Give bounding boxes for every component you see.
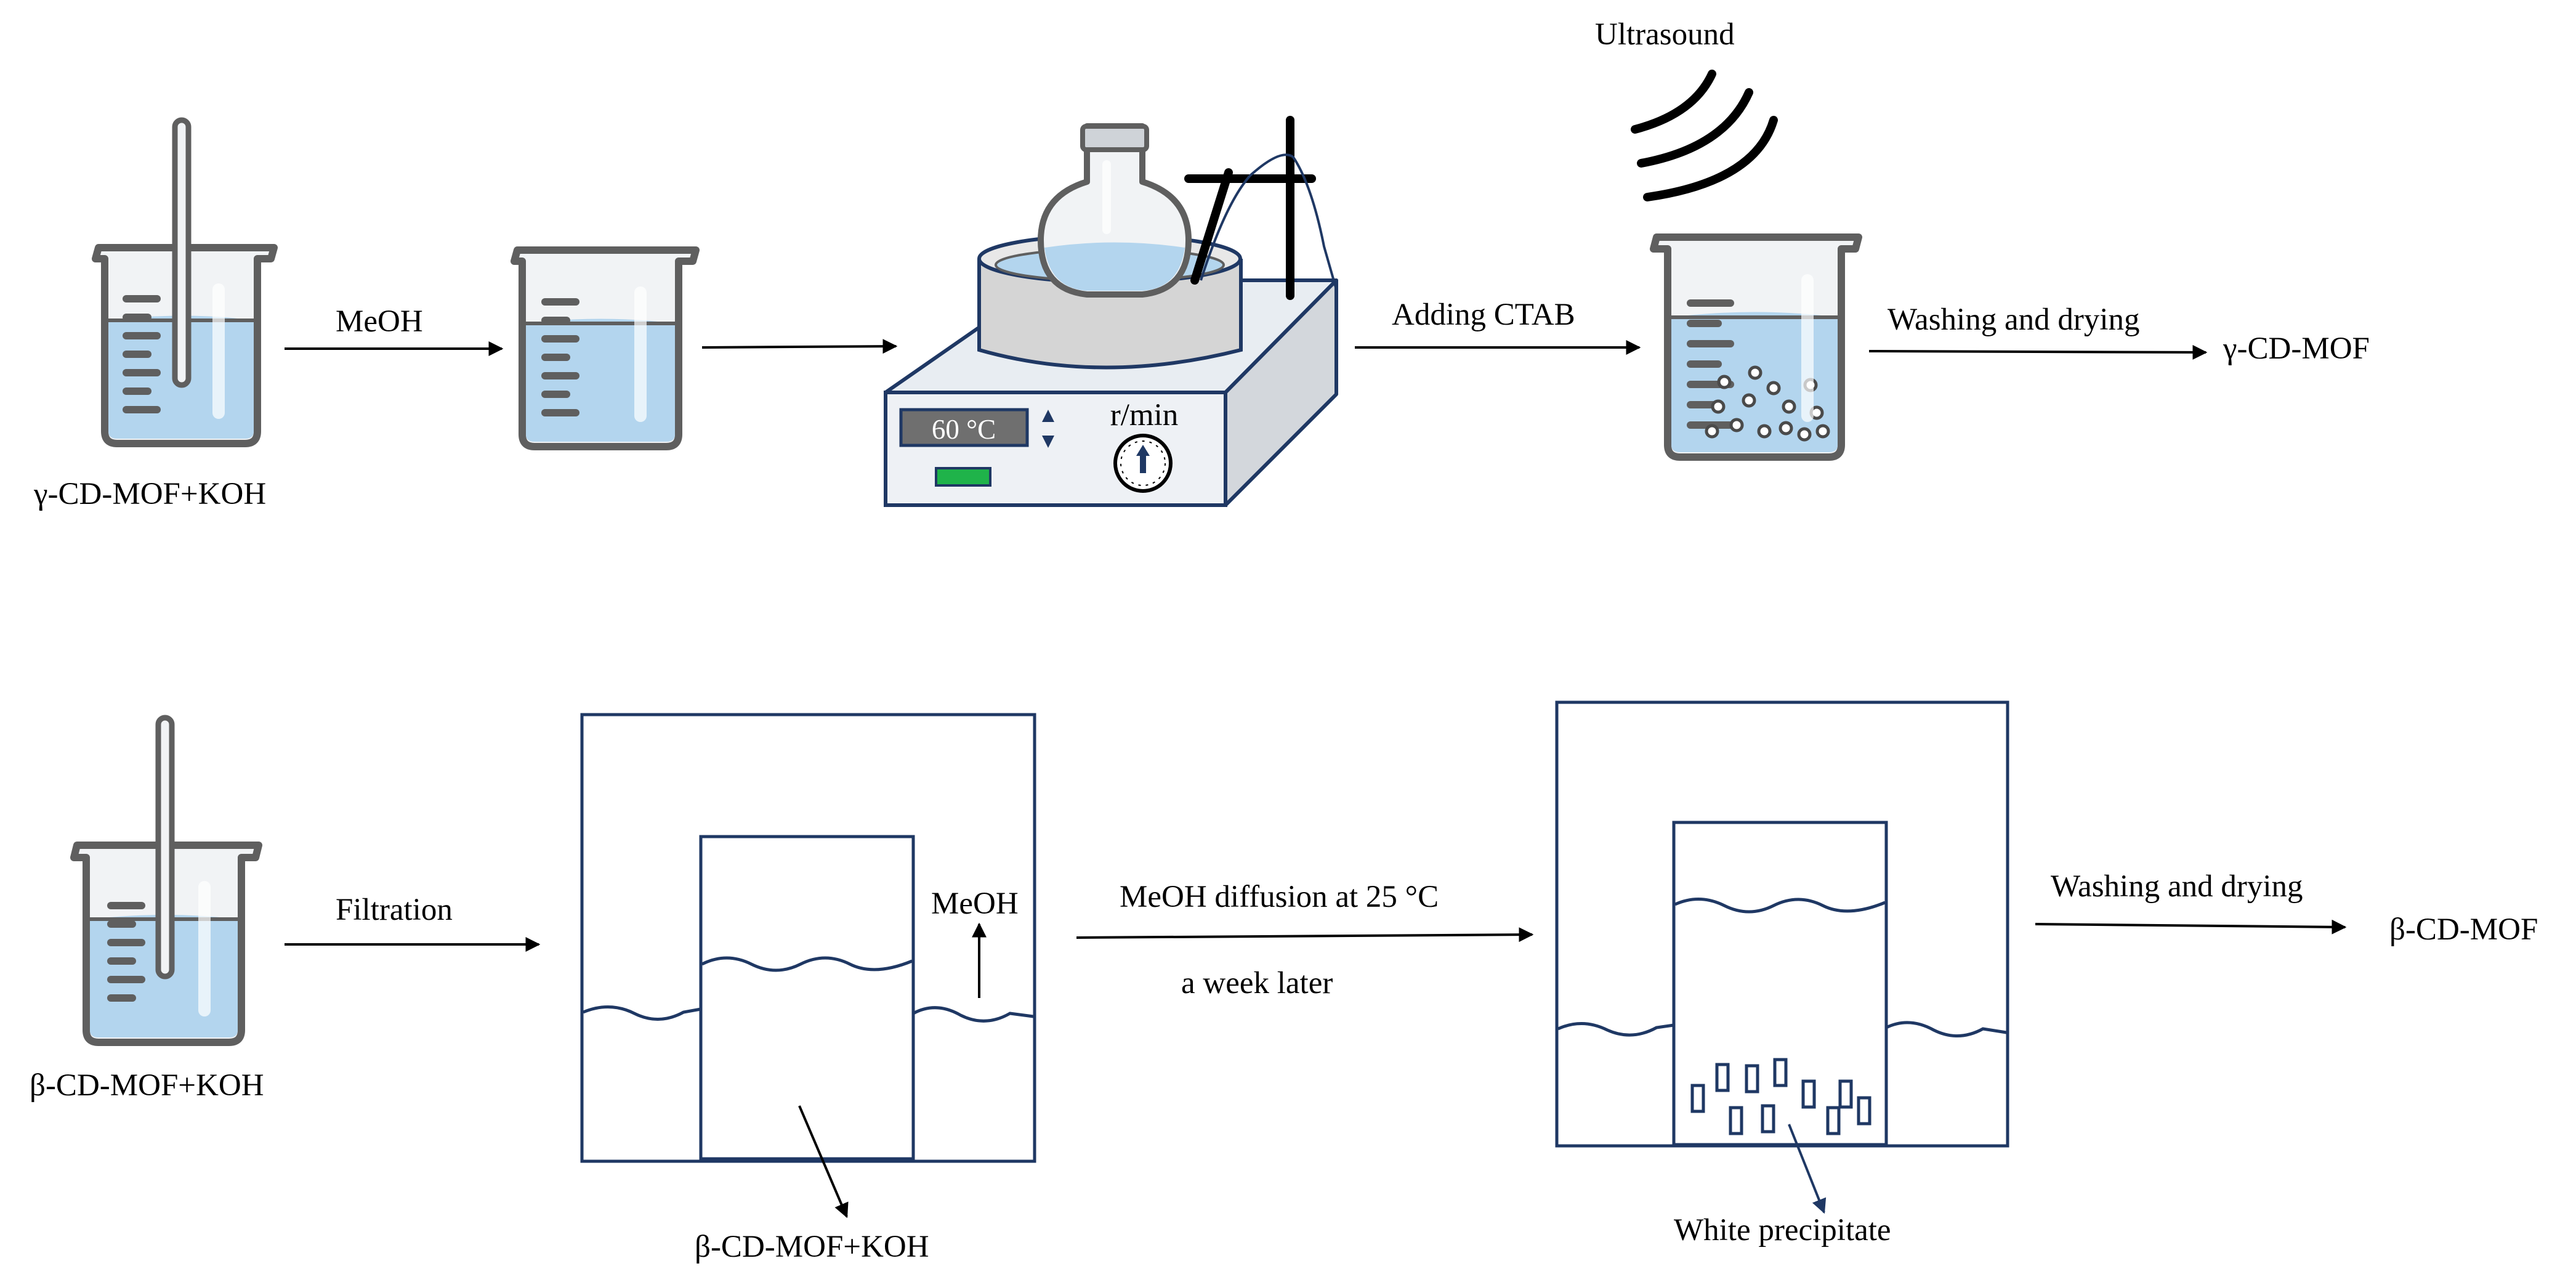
beaker-icon bbox=[70, 715, 262, 1046]
week-later-label: a week later bbox=[1181, 966, 1333, 1000]
adding-ctab-label: Adding CTAB bbox=[1392, 298, 1575, 332]
beaker-icon bbox=[92, 117, 278, 447]
meoh-top-label: MeOH bbox=[336, 304, 423, 339]
beaker-icon bbox=[1650, 233, 1862, 461]
beaker-icon bbox=[511, 246, 700, 450]
crystal-icon bbox=[1690, 1058, 1871, 1135]
gamma-product-label: γ-CD-MOF bbox=[2223, 331, 2370, 366]
hot-plate-stirrer-icon: 60 °C r/min bbox=[884, 116, 1338, 507]
meoh-vapor-label: MeOH bbox=[931, 886, 1019, 921]
arrow-washing-bottom bbox=[2035, 919, 2347, 935]
ultrasound-waves-icon bbox=[1631, 70, 1778, 201]
beta-start-label: β-CD-MOF+KOH bbox=[30, 1068, 264, 1103]
filtration-label: Filtration bbox=[336, 893, 453, 927]
arrow-washing-top bbox=[1868, 344, 2208, 360]
dial-icon bbox=[1113, 434, 1173, 493]
white-precipitate-label: White precipitate bbox=[1674, 1213, 1891, 1248]
beta-product-label: β-CD-MOF bbox=[2389, 912, 2538, 947]
speed-unit-label: r/min bbox=[1110, 398, 1179, 432]
temperature-display: 60 °C bbox=[932, 414, 996, 445]
washing-bottom-label: Washing and drying bbox=[2051, 869, 2303, 904]
flask-icon bbox=[1038, 123, 1192, 298]
diffusion-chamber-start bbox=[580, 713, 1036, 1219]
arrow-diffusion bbox=[1076, 927, 1534, 943]
diffusion-label: MeOH diffusion at 25 °C bbox=[1120, 880, 1439, 914]
thermometer-icon bbox=[1200, 153, 1338, 290]
arrow-to-heater bbox=[701, 339, 898, 354]
diffusion-chamber-end bbox=[1555, 700, 2009, 1214]
gamma-start-label: γ-CD-MOF+KOH bbox=[33, 477, 266, 511]
washing-top-label: Washing and drying bbox=[1888, 302, 2140, 337]
inner-vial-label: β-CD-MOF+KOH bbox=[695, 1230, 929, 1264]
ultrasound-label: Ultrasound bbox=[1595, 17, 1735, 52]
